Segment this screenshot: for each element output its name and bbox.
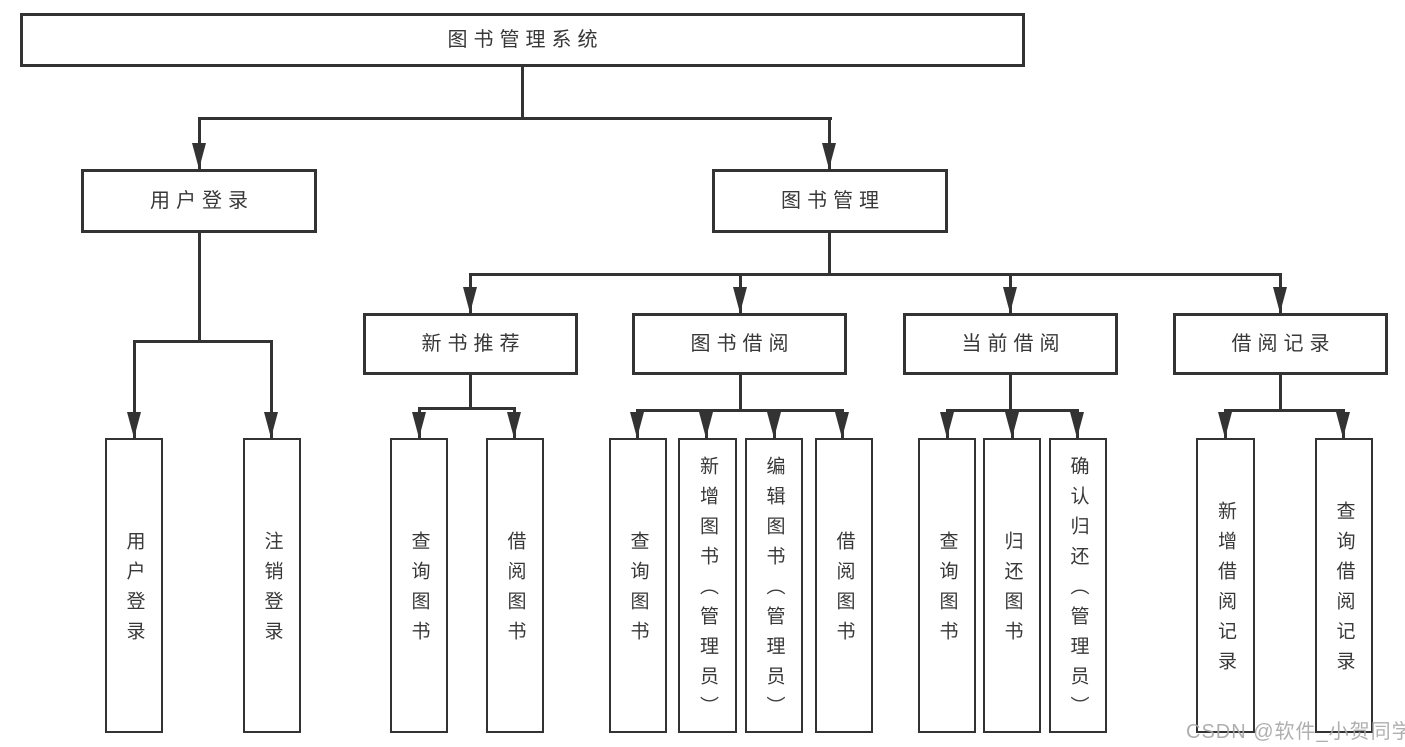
node-borrowing-records: 借阅记录 (1173, 313, 1388, 375)
leaf-user-login: 用户登录 (105, 438, 163, 733)
node-label: 当前借阅 (961, 333, 1066, 355)
leaf-newbook-query-books: 查询图书 (390, 438, 448, 733)
arrow-down-icon (940, 412, 954, 438)
leaf-add-borrow-record: 新增借阅记录 (1196, 438, 1255, 733)
leaf-query-borrow-record: 查询借阅记录 (1315, 438, 1373, 733)
node-label: 图书借阅 (690, 333, 795, 355)
node-current-borrowing: 当前借阅 (903, 313, 1118, 375)
arrow-down-icon (767, 412, 781, 438)
leaf-label: 用户登录 (123, 531, 145, 651)
connector-line (469, 375, 472, 407)
arrow-down-icon (463, 287, 477, 313)
leaf-borrow-books: 借阅图书 (815, 438, 873, 733)
connector-line (1279, 375, 1282, 409)
leaf-label: 注销登录 (261, 531, 283, 651)
csdn-watermark: CSDN @软件_小贺同学 (1186, 721, 1405, 743)
connector-line (198, 233, 201, 340)
leaf-add-books-admin: 新增图书（管理员） (678, 438, 737, 733)
connector-line (418, 407, 516, 410)
leaf-return-books: 归还图书 (983, 438, 1041, 733)
arrow-down-icon (630, 412, 644, 438)
leaf-newbook-borrow-books: 借阅图书 (486, 438, 544, 733)
arrow-down-icon (733, 287, 747, 313)
leaf-label: 确认归还（管理员） (1067, 456, 1089, 726)
connector-line (1009, 375, 1012, 409)
leaf-label: 查询图书 (627, 531, 649, 651)
arrow-down-icon (822, 143, 836, 169)
node-user-login: 用户登录 (81, 169, 317, 233)
leaf-label: 查询借阅记录 (1333, 501, 1355, 681)
leaf-label: 查询图书 (408, 531, 430, 651)
node-label: 图书管理系统 (447, 29, 604, 51)
arrow-down-icon (507, 412, 521, 438)
leaf-edit-books-admin: 编辑图书（管理员） (745, 438, 803, 733)
leaf-label: 借阅图书 (504, 531, 526, 651)
arrow-down-icon (1336, 412, 1350, 438)
connector-line (739, 375, 742, 409)
connector-line (198, 117, 832, 120)
arrow-down-icon (1273, 287, 1287, 313)
node-library-management-system: 图书管理系统 (20, 13, 1025, 67)
arrow-down-icon (127, 412, 141, 438)
arrow-down-icon (1070, 412, 1084, 438)
node-label: 图书管理 (781, 190, 885, 212)
connector-line (828, 233, 831, 273)
leaf-borrow-query-books: 查询图书 (609, 438, 667, 733)
leaf-label: 新增借阅记录 (1215, 501, 1236, 681)
node-new-book-recommendation: 新书推荐 (363, 313, 578, 375)
connector-line (521, 67, 524, 117)
arrow-down-icon (1003, 287, 1017, 313)
arrow-down-icon (1005, 412, 1019, 438)
leaf-label: 查询图书 (936, 531, 958, 651)
connector-line (469, 273, 1282, 276)
arrow-down-icon (699, 412, 713, 438)
connector-line (133, 340, 136, 438)
leaf-label: 借阅图书 (833, 531, 855, 651)
leaf-label: 归还图书 (1001, 531, 1023, 651)
connector-line (636, 409, 844, 412)
arrow-down-icon (412, 412, 426, 438)
leaf-label: 编辑图书（管理员） (763, 456, 785, 726)
connector-line (1224, 409, 1345, 412)
arrow-down-icon (264, 412, 278, 438)
node-book-borrowing: 图书借阅 (632, 313, 847, 375)
node-label: 借阅记录 (1231, 333, 1336, 355)
arrow-down-icon (835, 412, 849, 438)
leaf-label: 新增图书（管理员） (697, 456, 718, 726)
connector-line (270, 340, 273, 438)
leaf-logout-login: 注销登录 (243, 438, 301, 733)
connector-line (133, 340, 273, 343)
leaf-current-query-books: 查询图书 (918, 438, 976, 733)
arrow-down-icon (1218, 412, 1232, 438)
leaf-confirm-return-admin: 确认归还（管理员） (1049, 438, 1107, 733)
arrow-down-icon (192, 143, 206, 169)
node-book-management: 图书管理 (712, 169, 948, 233)
node-label: 新书推荐 (421, 333, 526, 355)
node-label: 用户登录 (150, 190, 254, 212)
